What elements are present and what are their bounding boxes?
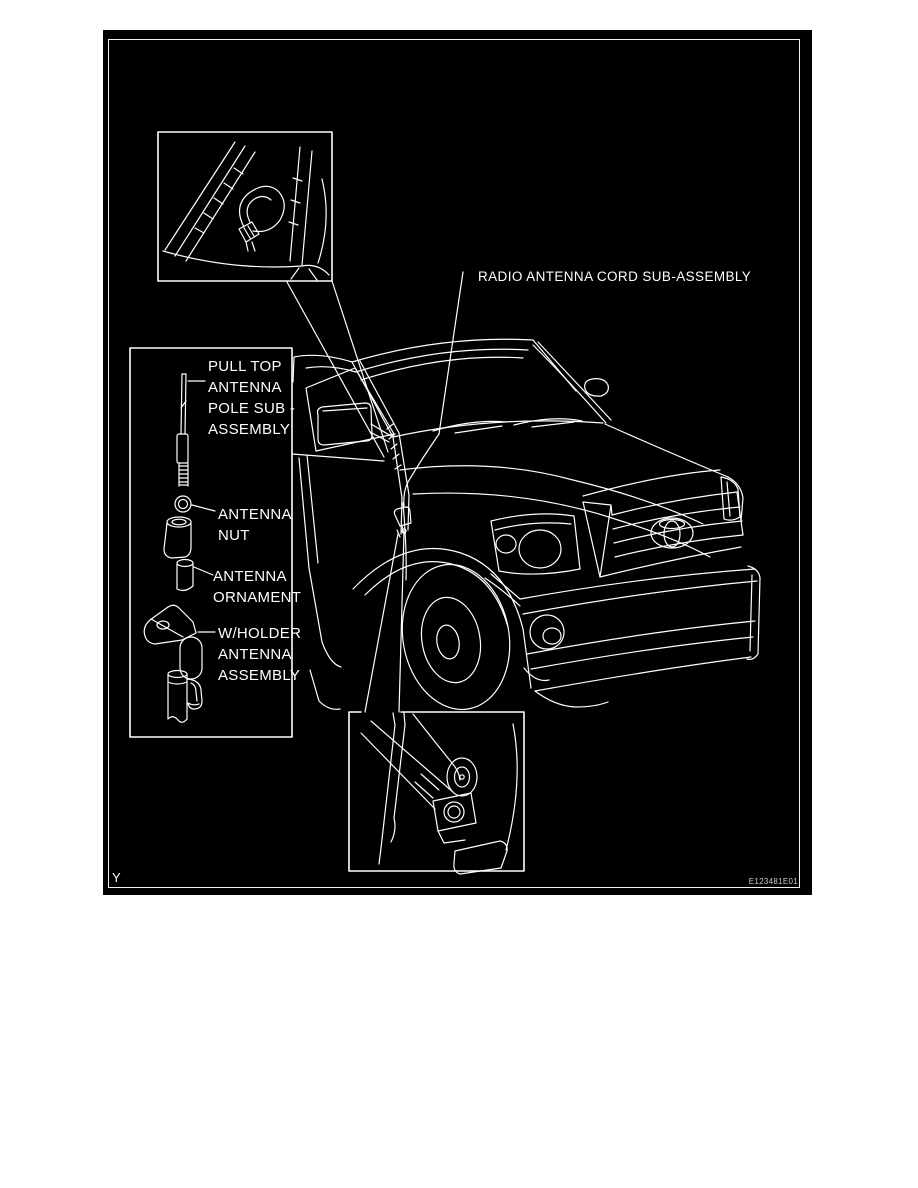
- callout-radio-antenna-cord: RADIO ANTENNA CORD SUB-ASSEMBLY: [478, 269, 752, 284]
- fender-detail-inset: [348, 711, 525, 875]
- callout-antenna-ornament: ANTENNA ORNAMENT: [213, 568, 302, 606]
- line-art-canvas: [129, 131, 761, 875]
- pillar-detail-inset: [157, 131, 333, 282]
- exploded-parts-box: [129, 347, 293, 738]
- figure-code: E123481E01: [748, 877, 798, 886]
- callout-holder-antenna: W/HOLDER ANTENNA ASSEMBLY: [218, 625, 302, 684]
- fender-inset-leader-lines: [364, 531, 405, 713]
- truck-illustration: [292, 338, 761, 711]
- callout-pull-top-pole: PULL TOP ANTENNA POLE SUB - ASSEMBLY: [208, 358, 296, 438]
- figure-border-frame: [108, 39, 800, 888]
- service-manual-figure: RADIO ANTENNA CORD SUB-ASSEMBLY PULL TOP…: [103, 30, 812, 895]
- pillar-inset-leader-lines: [286, 280, 389, 458]
- callout-antenna-nut: ANTENNA NUT: [218, 506, 292, 544]
- parts-box-leader-line: [291, 453, 385, 462]
- radio-cord-leader-line: [438, 271, 464, 435]
- page-corner-label: Y: [112, 870, 122, 885]
